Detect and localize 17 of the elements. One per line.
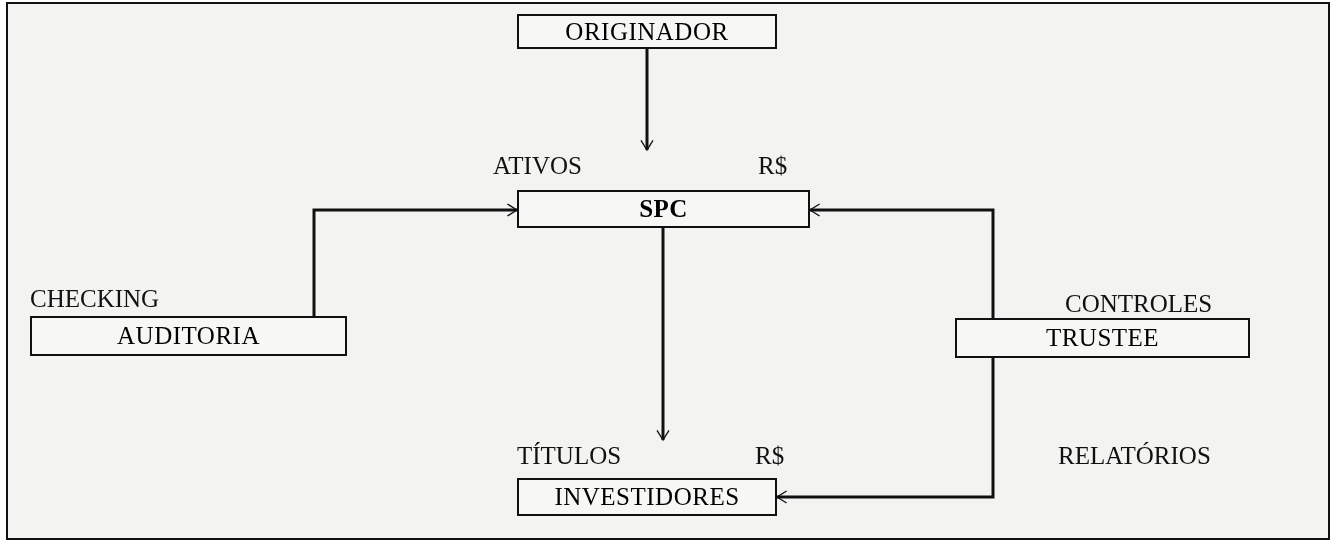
process-box: AUDITORIA [30, 316, 347, 356]
heading-label: ATIVOS [493, 152, 582, 180]
process-box: TRUSTEE [955, 318, 1250, 358]
note-label: RELATÓRIOS [1058, 442, 1211, 470]
arrow [640, 49, 654, 151]
arrow [312, 203, 518, 316]
heading-label: TÍTULOS [517, 442, 622, 470]
heading-label: R$ [758, 152, 788, 180]
arrow [809, 203, 995, 318]
arrow [776, 358, 995, 504]
heading-label: CHECKING [30, 285, 160, 313]
process-box: SPC [517, 190, 810, 228]
process-box: ORIGINADOR [517, 14, 777, 49]
arrow [656, 228, 670, 441]
heading-label: R$ [755, 442, 785, 470]
process-box: INVESTIDORES [517, 478, 777, 516]
heading-label: CONTROLES [1065, 290, 1213, 318]
